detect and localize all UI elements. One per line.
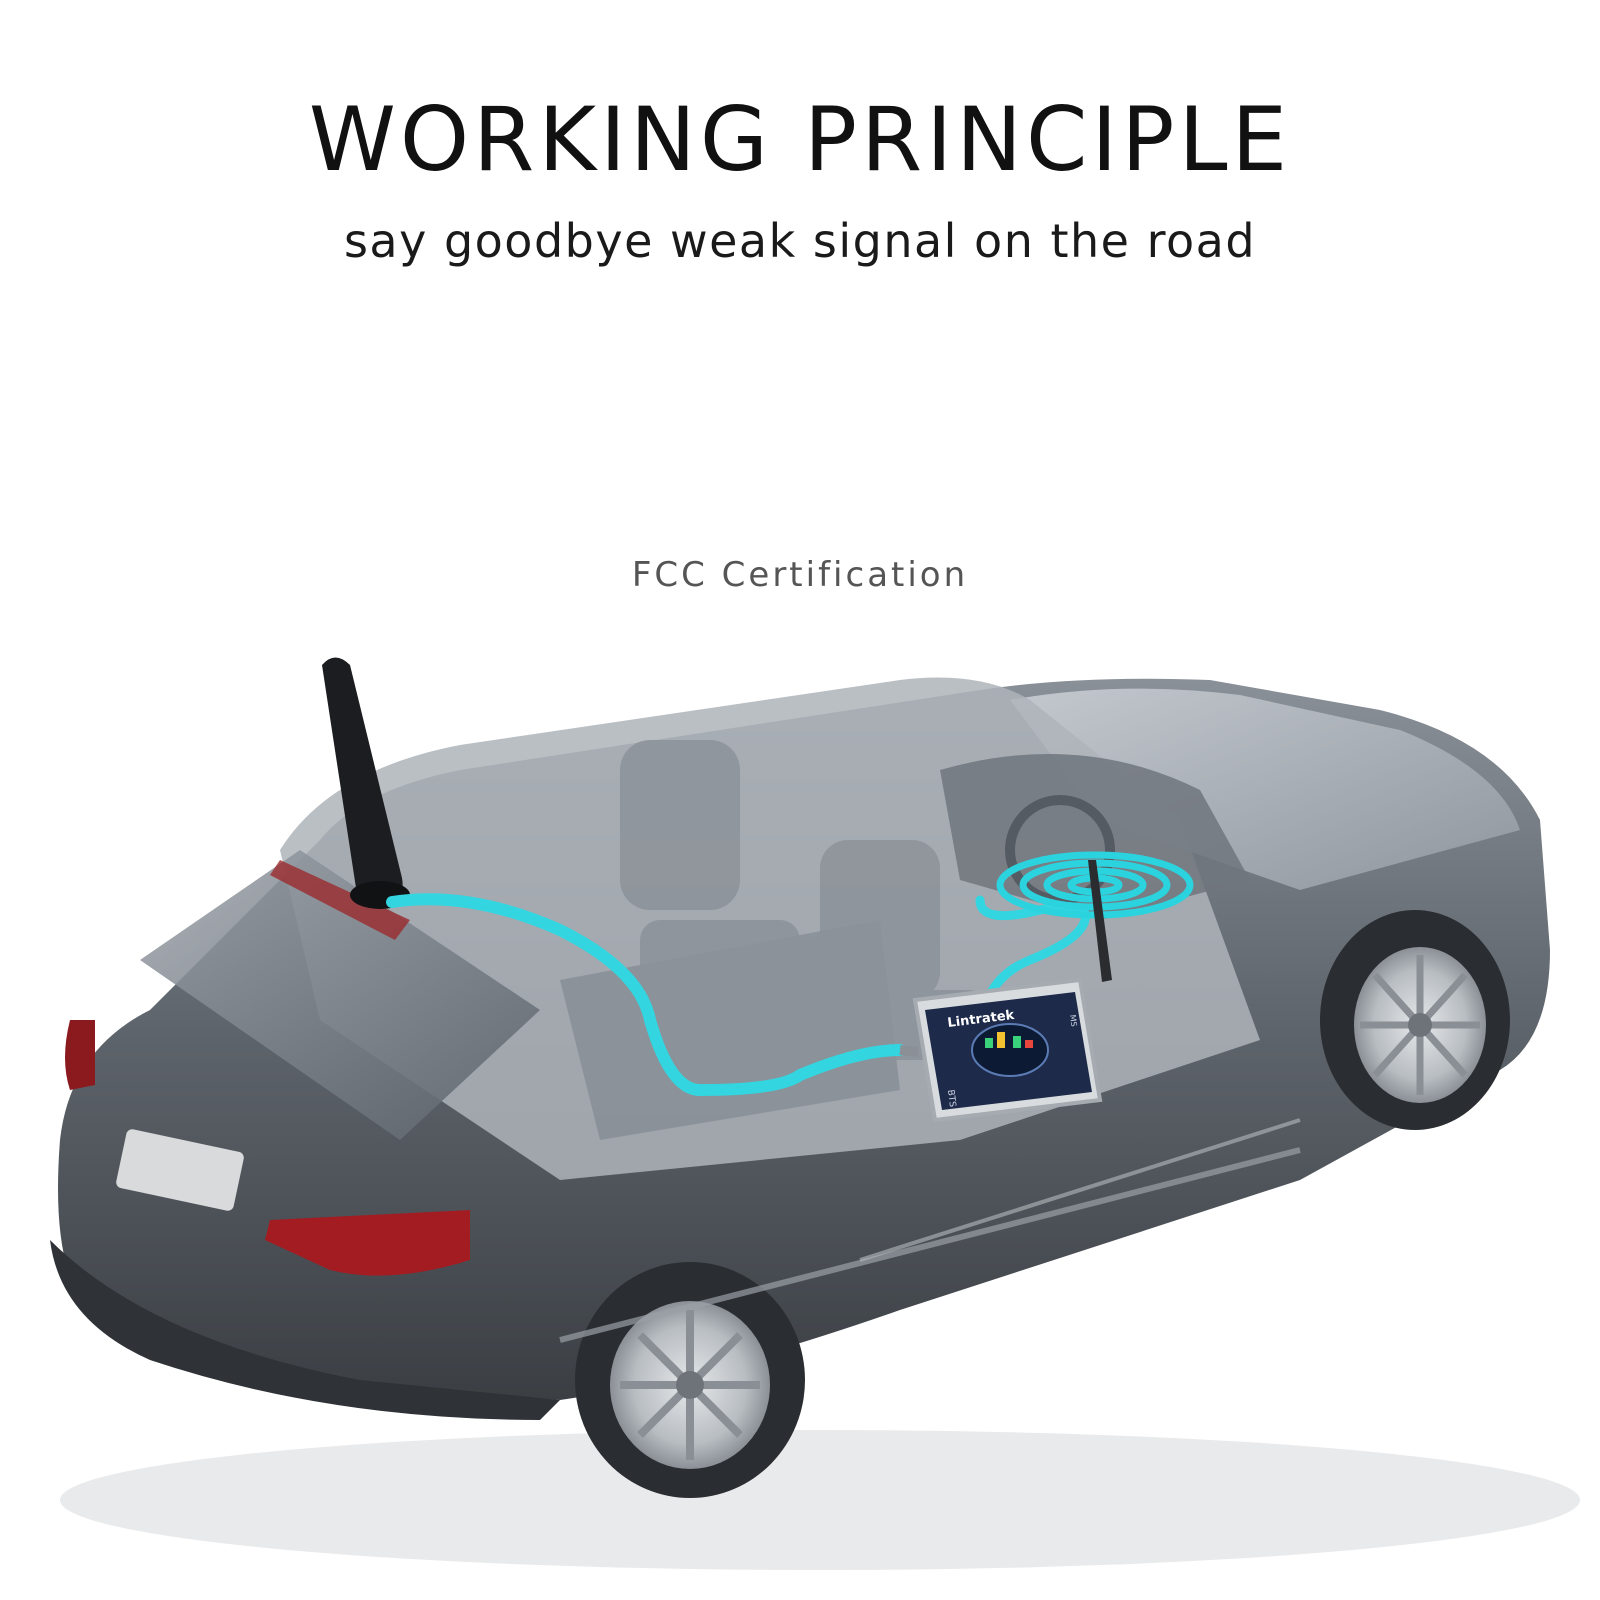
indoor-antenna-icon: [1088, 860, 1112, 982]
car-seats: [620, 740, 990, 1060]
front-wheel: [1320, 910, 1510, 1130]
booster-antenna-label: MS: [1068, 1014, 1078, 1027]
page-subtitle: say goodbye weak signal on the road: [343, 214, 1257, 268]
car-illustration: Lintratek BTS MS: [50, 657, 1580, 1570]
rear-wheel: [575, 1262, 805, 1498]
rear-window: [140, 850, 540, 1140]
car-hood: [1010, 688, 1520, 890]
tail-light-right: [265, 1210, 470, 1276]
license-plate: [116, 1129, 244, 1211]
signal-cable: [386, 893, 906, 1097]
signal-booster-icon: Lintratek BTS MS: [912, 977, 1103, 1123]
fcc-logo-icon: [670, 305, 902, 537]
fcc-caption: FCC Certification: [631, 555, 969, 595]
page-title: WORKING PRINCIPLE: [308, 88, 1292, 191]
booster-port-label: BTS: [945, 1089, 957, 1108]
tail-light-left: [65, 1020, 95, 1090]
